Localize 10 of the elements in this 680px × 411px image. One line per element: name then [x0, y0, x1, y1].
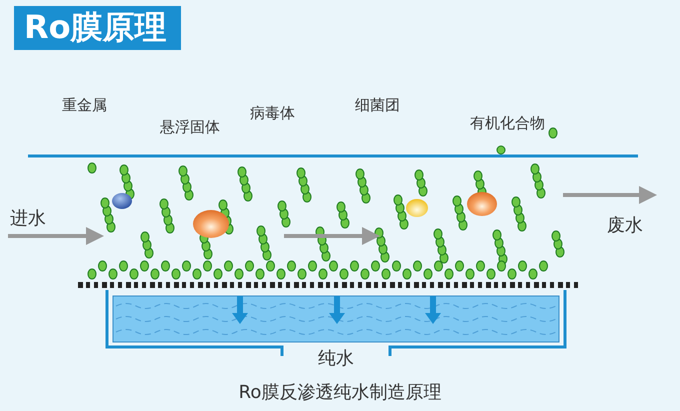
flow-label: 废水: [607, 214, 643, 237]
particle-label: 病毒体: [250, 104, 295, 123]
particle-label: 有机化合物: [470, 114, 545, 133]
particle-label: 重金属: [62, 96, 107, 115]
tank-label: 纯水: [317, 347, 355, 370]
particle-label: 悬浮固体: [160, 118, 220, 137]
particle-label: 细菌团: [355, 96, 400, 115]
title-banner: Ro膜原理: [14, 6, 181, 50]
caption: Ro膜反渗透纯水制造原理: [238, 381, 442, 404]
flow-label: 进水: [10, 207, 46, 230]
